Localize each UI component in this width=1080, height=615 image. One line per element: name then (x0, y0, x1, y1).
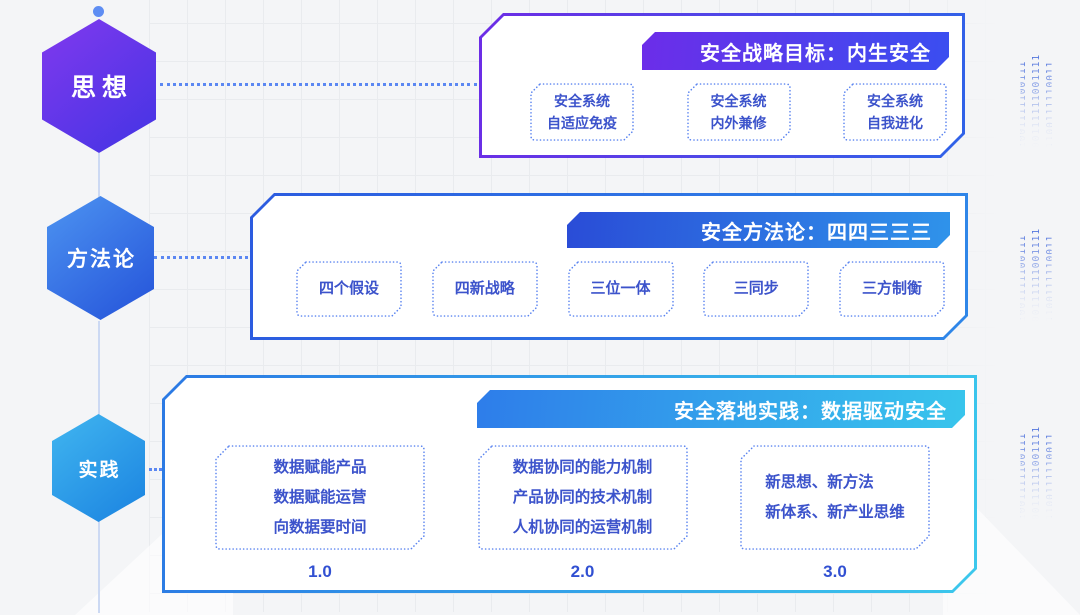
strategy-box-2: 安全系统 内外兼修 (686, 83, 791, 141)
binary-text: 11. (1072, 127, 1080, 148)
version-label: 1.0 (308, 562, 332, 581)
hexagon-label: 方法论 (67, 248, 136, 271)
box-line: 安全系统 (710, 93, 767, 109)
strategy-box-1: 安全系统 自适应免疫 (530, 83, 634, 141)
box-line: 数据协同的能力机制 (512, 458, 653, 476)
panel-methodology-boxes: 四个假设 四新战略 三位一体 三同步 三方制衡 (296, 261, 945, 317)
panel-practice-boxes: 数据赋能产品 数据赋能运营 向数据要时间 1.0 数据协同的能力机制 产品协同的… (215, 445, 930, 582)
panel-strategy-banner: 安全战略目标：内生安全 (642, 32, 949, 70)
hexagon-label: 思想 (70, 74, 133, 102)
strategy-box-3: 安全系统 自我进化 (843, 83, 947, 141)
box-line: 三同步 (733, 280, 779, 297)
version-label: 3.0 (823, 562, 847, 581)
box-line: 新思想、新方法 (765, 473, 874, 491)
box-line: 数据赋能运营 (273, 488, 367, 506)
box-line: 向数据要时间 (273, 518, 367, 536)
binary-text: 110011110 (1058, 459, 1070, 520)
box-line: 内外兼修 (710, 115, 767, 131)
box-line: 产品协同的技术机制 (512, 488, 653, 506)
panel-strategy-boxes: 安全系统 自适应免疫 安全系统 内外兼修 安全系统 自我进化 (530, 83, 947, 141)
box-line: 安全系统 (867, 93, 923, 109)
version-label: 2.0 (570, 562, 595, 581)
binary-text: 11. (1072, 499, 1080, 520)
box-line: 自我进化 (867, 115, 923, 131)
practice-box-3: 新思想、新方法 新体系、新产业思维 (740, 445, 930, 550)
box-line: 数据赋能产品 (273, 458, 367, 476)
dotted-connector (154, 256, 248, 259)
box-line: 三方制衡 (861, 280, 922, 297)
panel-methodology: 安全方法论：四四三三三 四个假设 四新战略 三位一体 三同步 三方制衡 (250, 193, 968, 340)
methodology-box-3: 三位一体 (567, 261, 674, 317)
binary-text: 11. (1072, 301, 1080, 322)
box-line: 四新战略 (454, 280, 515, 297)
box-line: 新体系、新产业思维 (765, 503, 905, 521)
panel-strategy: 安全战略目标：内生安全 安全系统 自适应免疫 安全系统 内外兼修 安全系统 自我… (479, 13, 965, 158)
spine-connector (98, 321, 100, 415)
practice-stage-2: 数据协同的能力机制 产品协同的技术机制 人机协同的运营机制 2.0 (477, 445, 688, 582)
hexagon-level-practice: 实践 (52, 414, 145, 522)
spine-connector (98, 153, 100, 198)
hexagon-level-methodology: 方法论 (47, 196, 154, 320)
panel-practice: 安全落地实践：数据驱动安全 数据赋能产品 数据赋能运营 向数据要时间 1.0 数… (162, 375, 977, 593)
binary-text: 110011110 (1058, 261, 1070, 322)
practice-stage-3: 新思想、新方法 新体系、新产业思维 3.0 (740, 445, 930, 582)
dotted-connector (149, 468, 162, 471)
box-line: 自适应免疫 (547, 115, 617, 131)
practice-box-2: 数据协同的能力机制 产品协同的技术机制 人机协同的运营机制 (477, 445, 688, 550)
methodology-box-2: 四新战略 (431, 261, 538, 317)
spine-top-dot (93, 6, 104, 17)
methodology-box-5: 三方制衡 (839, 261, 945, 317)
box-line: 四个假设 (318, 280, 379, 297)
panel-methodology-banner: 安全方法论：四四三三三 (567, 212, 950, 248)
binary-text: 110011110 (1058, 87, 1070, 148)
box-line: 三位一体 (590, 280, 651, 297)
practice-box-1: 数据赋能产品 数据赋能运营 向数据要时间 (215, 445, 425, 550)
panel-practice-banner: 安全落地实践：数据驱动安全 (477, 390, 965, 428)
box-line: 安全系统 (554, 93, 610, 109)
practice-stage-1: 数据赋能产品 数据赋能运营 向数据要时间 1.0 (215, 445, 425, 582)
methodology-box-1: 四个假设 (296, 261, 402, 317)
spine-connector (98, 521, 100, 613)
hexagon-level-thought: 思想 (42, 19, 156, 153)
hexagon-label: 实践 (78, 459, 121, 481)
box-line: 人机协同的运营机制 (512, 518, 653, 536)
methodology-box-4: 三同步 (703, 261, 810, 317)
dotted-connector (160, 83, 477, 86)
